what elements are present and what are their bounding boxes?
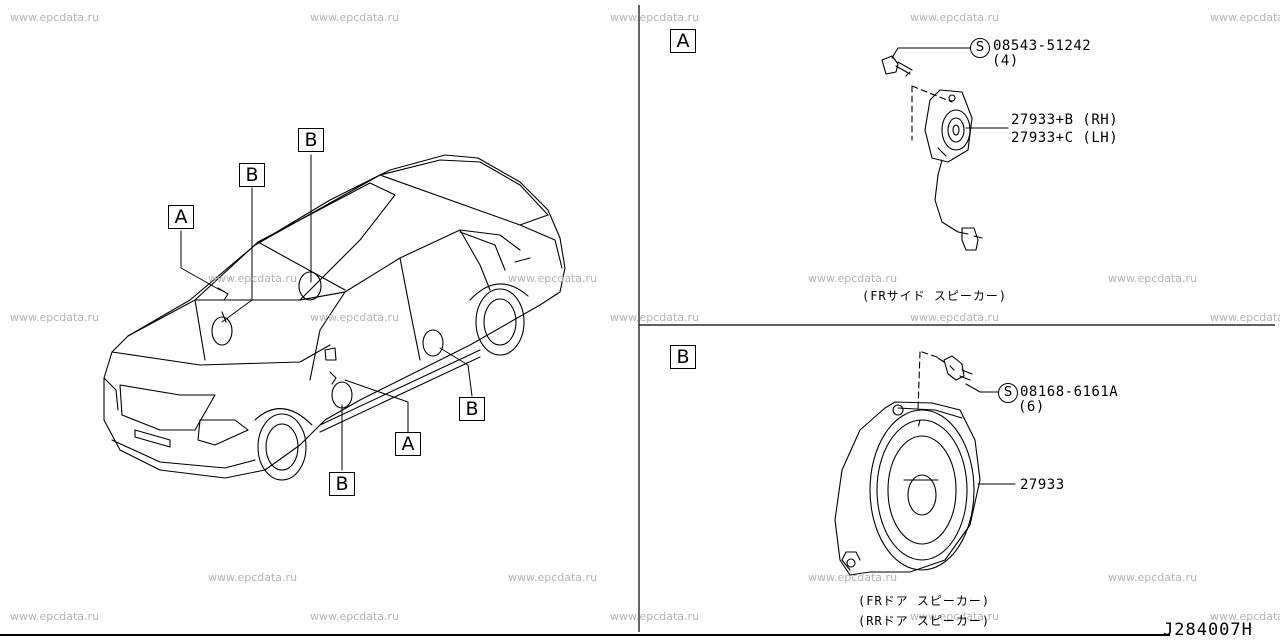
watermark: www.epcdata.ru bbox=[910, 11, 1000, 24]
watermark: www.epcdata.ru bbox=[208, 272, 298, 285]
panel-dividers bbox=[0, 5, 1275, 636]
speaker-rh-part-number[interactable]: 27933+B (RH) bbox=[1011, 112, 1119, 128]
door-speaker-drawing bbox=[834, 351, 1016, 576]
watermark: www.epcdata.ru bbox=[910, 311, 1000, 324]
callout-b[interactable]: B bbox=[298, 128, 324, 152]
watermark: www.epcdata.ru bbox=[310, 610, 400, 623]
watermark: www.epcdata.ru bbox=[610, 610, 700, 623]
watermark: www.epcdata.ru bbox=[208, 571, 298, 584]
watermark: www.epcdata.ru bbox=[1210, 11, 1280, 24]
panel-b-caption-front: (FRドア スピーカー) bbox=[858, 594, 991, 608]
callout-a[interactable]: A bbox=[395, 432, 421, 456]
watermark: www.epcdata.ru bbox=[610, 311, 700, 324]
fastener-symbol: S bbox=[970, 38, 990, 58]
watermark: www.epcdata.ru bbox=[1108, 272, 1198, 285]
watermark: www.epcdata.ru bbox=[10, 311, 100, 324]
diagram-reference: J284007H bbox=[1163, 620, 1253, 640]
speaker-part-number[interactable]: 27933 bbox=[1020, 477, 1065, 493]
watermark: www.epcdata.ru bbox=[1108, 571, 1198, 584]
callout-b[interactable]: B bbox=[329, 472, 355, 496]
car-illustration bbox=[103, 154, 566, 481]
fr-side-speaker-drawing bbox=[881, 47, 1009, 251]
watermark: www.epcdata.ru bbox=[910, 610, 1000, 623]
panel-a-tag: A bbox=[670, 29, 696, 53]
watermark: www.epcdata.ru bbox=[508, 272, 598, 285]
watermark: www.epcdata.ru bbox=[1210, 311, 1280, 324]
fastener-quantity: (4) bbox=[992, 53, 1019, 69]
fastener-symbol: S bbox=[998, 383, 1018, 403]
panel-b-tag: B bbox=[670, 345, 696, 369]
watermark: www.epcdata.ru bbox=[808, 571, 898, 584]
callout-b[interactable]: B bbox=[239, 163, 265, 187]
watermark: www.epcdata.ru bbox=[1210, 610, 1280, 623]
watermark: www.epcdata.ru bbox=[10, 610, 100, 623]
fastener-part-number[interactable]: 08168-6161A bbox=[1020, 384, 1119, 400]
watermark: www.epcdata.ru bbox=[10, 11, 100, 24]
speaker-lh-part-number[interactable]: 27933+C (LH) bbox=[1011, 130, 1119, 146]
callout-b[interactable]: B bbox=[459, 397, 485, 421]
watermark: www.epcdata.ru bbox=[310, 11, 400, 24]
panel-a-caption: (FRサイド スピーカー) bbox=[862, 289, 1008, 303]
fastener-quantity: (6) bbox=[1018, 399, 1045, 415]
watermark: www.epcdata.ru bbox=[310, 311, 400, 324]
watermark: www.epcdata.ru bbox=[508, 571, 598, 584]
watermark: www.epcdata.ru bbox=[808, 272, 898, 285]
fastener-part-number[interactable]: 08543-51242 bbox=[993, 38, 1092, 54]
panel-b-caption-rear: (RRドア スピーカー) bbox=[858, 614, 991, 628]
callout-a[interactable]: A bbox=[168, 205, 194, 229]
watermark: www.epcdata.ru bbox=[610, 11, 700, 24]
